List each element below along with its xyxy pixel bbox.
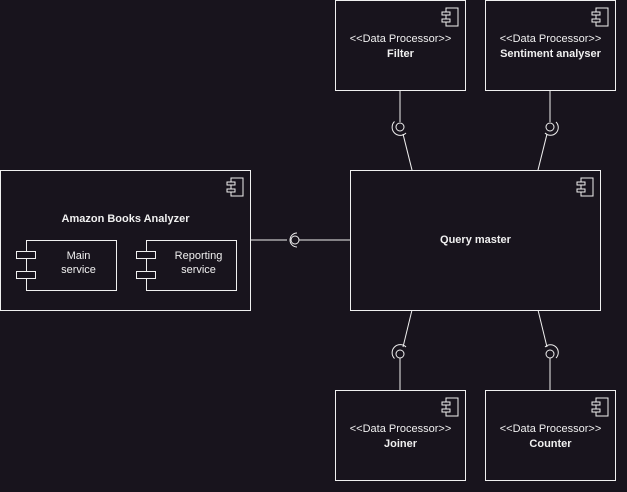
component-icon [226,177,244,197]
provided-interface-icon [545,122,555,132]
filter-name: Filter [387,48,414,60]
required-interface-icon [289,232,298,248]
required-interface-icon [544,344,559,359]
amazon-books-analyzer-component[interactable]: Amazon Books Analyzer Main service Repor… [0,170,251,311]
filter-stereotype: <<Data Processor>> [349,33,452,45]
component-icon [441,397,459,417]
joiner-name: Joiner [383,438,417,450]
required-interface-icon [391,344,407,359]
counter-component[interactable]: <<Data Processor>> Counter [485,390,616,481]
sentiment-stereotype: <<Data Processor>> [499,33,602,45]
filter-connector [391,90,413,171]
required-interface-icon [391,121,407,136]
provided-interface-icon [545,349,555,359]
component-icon [441,7,459,27]
counter-connector [537,309,559,390]
joiner-stereotype: <<Data Processor>> [349,423,452,435]
main-service-label-line2: service [61,264,96,276]
sentiment-analyser-component[interactable]: <<Data Processor>> Sentiment analyser [485,0,616,91]
query-master-component[interactable]: Query master [350,170,601,311]
main-service-component[interactable]: Main service [16,240,117,291]
filter-component[interactable]: <<Data Processor>> Filter [335,0,466,91]
component-icon [576,177,594,197]
provided-interface-icon [290,235,300,245]
analyzer-name: Amazon Books Analyzer [61,213,190,225]
reporting-service-label-line1: Reporting [174,250,223,262]
component-icon [591,397,609,417]
analyzer-connector [250,232,350,248]
component-port [136,251,156,259]
sentiment-connector [537,90,559,171]
query-master-name: Query master [440,234,511,246]
counter-name: Counter [529,438,572,450]
sentiment-name: Sentiment analyser [500,48,601,60]
component-port [136,271,156,279]
component-port [16,271,36,279]
main-service-label-line1: Main [66,250,91,262]
provided-interface-icon [395,349,405,359]
joiner-connector [391,309,413,390]
reporting-service-label-line2: service [181,264,216,276]
component-icon [591,7,609,27]
provided-interface-icon [395,122,405,132]
counter-stereotype: <<Data Processor>> [499,423,602,435]
reporting-service-component[interactable]: Reporting service [136,240,237,291]
component-port [16,251,36,259]
joiner-component[interactable]: <<Data Processor>> Joiner [335,390,466,481]
